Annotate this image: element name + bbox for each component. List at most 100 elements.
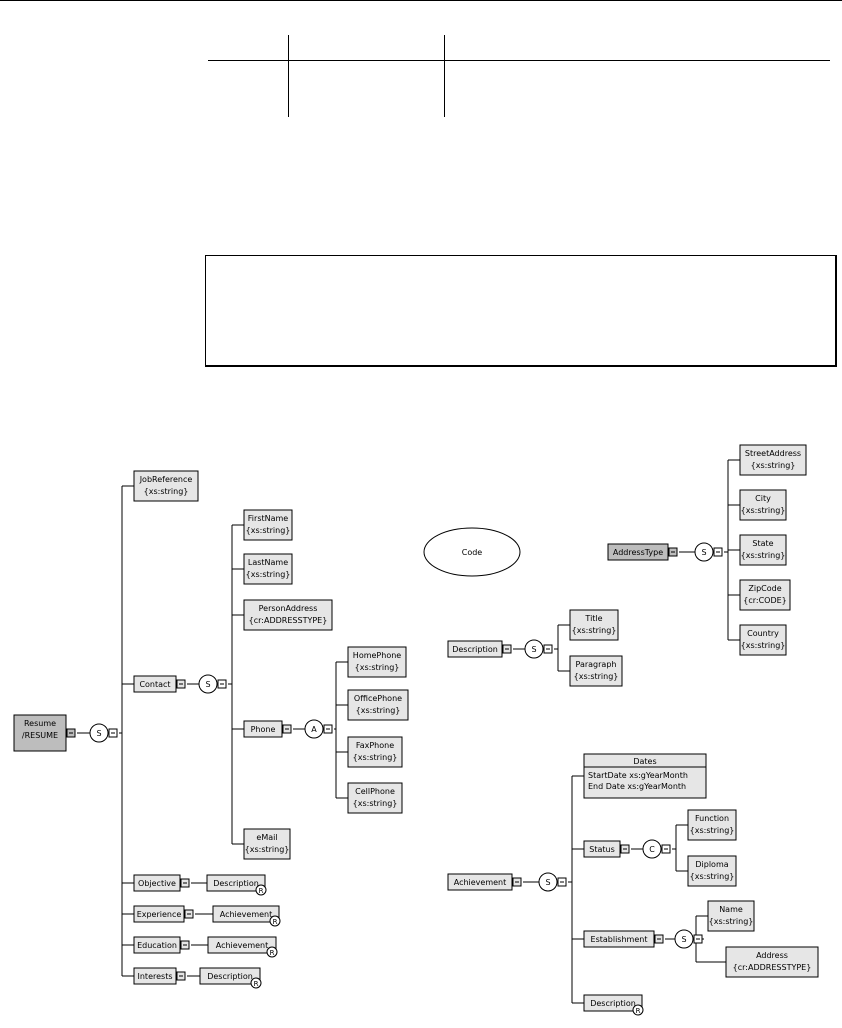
operator-label: S bbox=[531, 645, 536, 654]
node-achievement: Achievement bbox=[447, 873, 522, 891]
node-label: Objective bbox=[138, 879, 176, 888]
operator-contact-seq: S bbox=[198, 674, 227, 694]
operator-address-seq: S bbox=[694, 542, 723, 562]
operator-label: S bbox=[205, 680, 210, 689]
node-label: Resume bbox=[24, 719, 56, 728]
node-type: {xs:string} bbox=[709, 917, 754, 926]
node-label: StreetAddress bbox=[745, 449, 801, 458]
operator-description-seq: S bbox=[524, 639, 553, 659]
node-zip-code: ZipCode {cr:CODE} bbox=[739, 579, 791, 611]
node-email: eMail {xs:string} bbox=[243, 828, 291, 860]
operator-label: S bbox=[96, 729, 101, 738]
node-type: {cr:ADDRESSTYPE} bbox=[733, 963, 812, 972]
node-type: {xs:string} bbox=[690, 872, 735, 881]
node-job-reference: JobReference {xs:string} bbox=[133, 470, 199, 502]
node-contact: Contact bbox=[133, 675, 186, 693]
node-label: City bbox=[755, 494, 771, 503]
node-home-phone: HomePhone{xs:string} bbox=[347, 646, 407, 678]
operator-label: S bbox=[545, 878, 550, 887]
node-type: {xs:string} bbox=[690, 826, 735, 835]
node-name: Name {xs:string} bbox=[707, 900, 755, 932]
node-type: {xs:string} bbox=[356, 706, 401, 715]
node-type: {xs:string} bbox=[574, 672, 619, 681]
node-label: State bbox=[752, 539, 773, 548]
node-status: Status bbox=[583, 840, 630, 858]
operator-phone-all: A bbox=[304, 719, 333, 739]
node-label: eMail bbox=[256, 833, 277, 842]
node-type: {xs:string} bbox=[353, 799, 398, 808]
node-type: {cr:CODE} bbox=[743, 596, 787, 605]
node-office-phone: OfficePhone{xs:string} bbox=[347, 689, 409, 721]
node-type: {xs:string} bbox=[246, 570, 291, 579]
node-label: JobReference bbox=[139, 475, 193, 484]
node-label: Paragraph bbox=[576, 660, 617, 669]
reference-icon bbox=[255, 884, 267, 896]
node-label: CellPhone bbox=[355, 787, 395, 796]
node-type: {xs:string} bbox=[741, 506, 786, 515]
node-interests: Interests bbox=[133, 967, 186, 985]
operator-achievement-seq: S bbox=[538, 872, 567, 892]
reference-marker: R bbox=[270, 949, 275, 957]
node-type: {xs:string} bbox=[144, 487, 189, 496]
node-label: AddressType bbox=[613, 548, 663, 557]
node-city: City {xs:string} bbox=[739, 489, 787, 521]
node-address: Address {cr:ADDRESSTYPE} bbox=[725, 946, 819, 978]
node-label: Country bbox=[747, 629, 779, 638]
node-type: {xs:string} bbox=[245, 845, 290, 854]
operator-label: A bbox=[311, 725, 317, 734]
node-label: Title bbox=[584, 614, 602, 623]
node-label: Function bbox=[695, 814, 729, 823]
reference-icon bbox=[269, 915, 281, 927]
node-title: Title {xs:string} bbox=[569, 609, 619, 641]
node-person-address: PersonAddress {cr:ADDRESSTYPE} bbox=[243, 599, 333, 631]
node-type: {xs:string} bbox=[741, 551, 786, 560]
node-label: Status bbox=[589, 845, 615, 854]
node-street-address: StreetAddress{xs:string} bbox=[739, 444, 807, 476]
reference-icon bbox=[250, 977, 262, 989]
node-label: Description bbox=[452, 645, 498, 654]
node-type: {cr:ADDRESSTYPE} bbox=[249, 616, 328, 625]
node-label: Dates bbox=[633, 757, 656, 766]
node-type: {xs:string} bbox=[572, 626, 617, 635]
node-state: State {xs:string} bbox=[739, 534, 787, 566]
reference-icon bbox=[632, 1004, 644, 1016]
empty-table-column-divider-1 bbox=[288, 35, 289, 117]
node-label: Name bbox=[719, 905, 743, 914]
node-label: Contact bbox=[139, 680, 170, 689]
node-description: Description bbox=[447, 640, 512, 658]
node-label: Phone bbox=[251, 725, 276, 734]
node-resume: Resume/RESUME bbox=[13, 714, 76, 752]
operator-label: S bbox=[701, 548, 706, 557]
node-label: Address bbox=[756, 951, 788, 960]
reference-icon bbox=[266, 946, 278, 958]
operator-label: C bbox=[649, 845, 655, 854]
node-label: Education bbox=[137, 941, 177, 950]
node-label: HomePhone bbox=[353, 651, 401, 660]
node-education: Education bbox=[133, 936, 190, 954]
node-label: Interests bbox=[138, 972, 173, 981]
code-ellipse: Code bbox=[423, 527, 521, 577]
empty-table-header-rule bbox=[208, 60, 830, 61]
node-objective: Objective bbox=[133, 874, 190, 892]
node-cell-phone: CellPhone {xs:string} bbox=[347, 782, 403, 814]
node-detail: End Date xs:gYearMonth bbox=[588, 782, 686, 791]
node-label: Achievement bbox=[454, 878, 507, 887]
reference-marker: R bbox=[636, 1007, 641, 1015]
node-label: Experience bbox=[137, 910, 182, 919]
node-label: ZipCode bbox=[748, 584, 781, 593]
node-label: Description bbox=[207, 972, 253, 981]
node-label: PersonAddress bbox=[259, 604, 318, 613]
node-label: LastName bbox=[248, 558, 288, 567]
node-label: Description bbox=[213, 879, 259, 888]
node-last-name: LastName {xs:string} bbox=[243, 553, 293, 585]
node-first-name: FirstName{xs:string} bbox=[243, 509, 293, 541]
node-fax-phone: FaxPhone{xs:string} bbox=[347, 736, 403, 768]
node-experience: Experience bbox=[133, 905, 194, 923]
node-paragraph: Paragraph {xs:string} bbox=[569, 655, 623, 687]
node-diploma: Diploma{xs:string} bbox=[687, 855, 737, 887]
node-label: FirstName bbox=[248, 514, 289, 523]
